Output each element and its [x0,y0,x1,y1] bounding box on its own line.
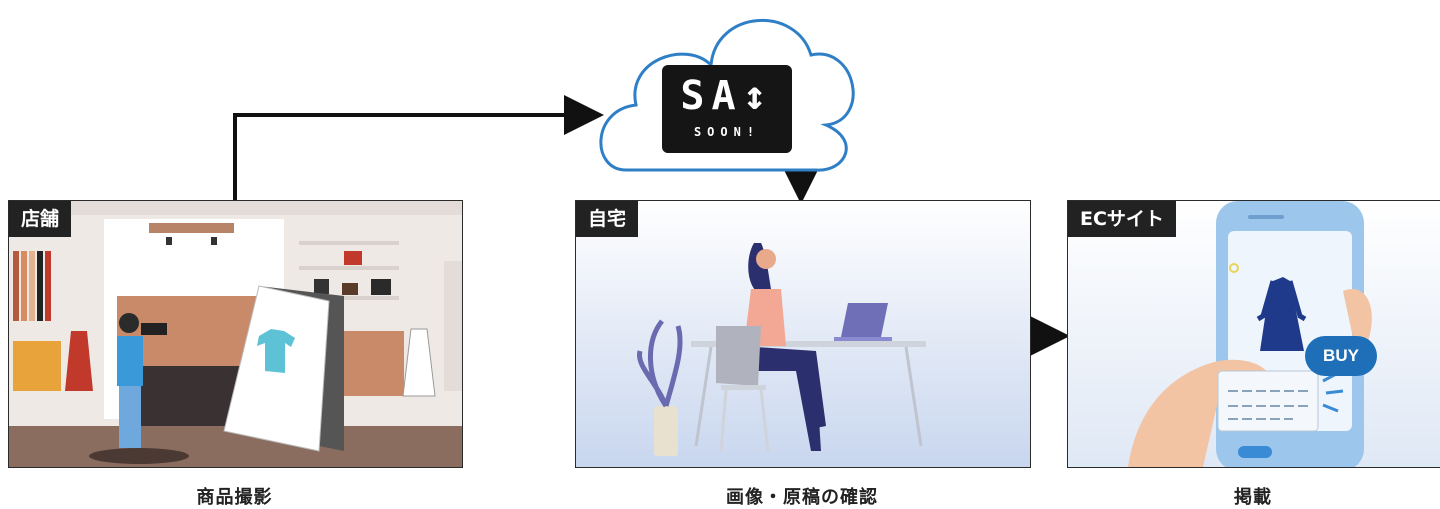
caption-publish: 掲載 [1234,487,1272,508]
saisoon-logo: SA↕ SOON! [662,65,792,153]
store-photography-illustration [9,201,462,467]
ec-site-smartphone-illustration [1068,201,1440,467]
buy-button[interactable]: BUY [1305,336,1377,376]
tag-home: 自宅 [576,201,639,237]
logo-sub-text: SOON! [693,125,761,139]
panel-home: 自宅 [575,200,1031,468]
logo-main-text: SA↕ [680,73,774,119]
panel-store: 店舗 商品撮影 [8,200,463,468]
caption-image-review: 画像・原稿の確認 [726,487,878,508]
panel-ec-site: ECサイト [1067,200,1440,468]
home-review-illustration [576,201,1030,467]
tag-store: 店舗 [9,201,72,237]
arrow-store-to-cloud [233,95,604,201]
caption-product-photography: 商品撮影 [196,487,273,508]
tag-ec-site: ECサイト [1068,201,1176,237]
